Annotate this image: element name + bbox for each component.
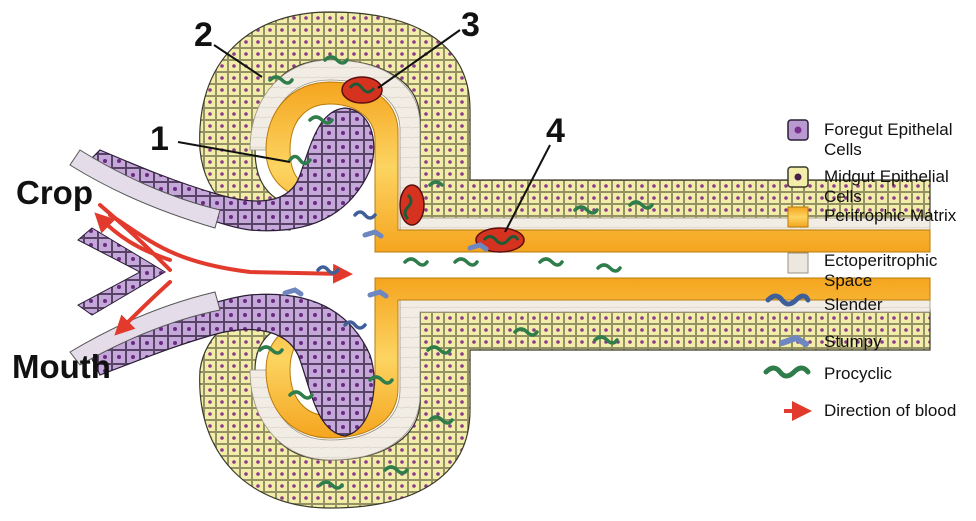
callout-4: 4 [546,112,565,150]
slender-trypanosome [355,212,375,218]
legend-ecto-text-2: Space [824,271,872,290]
procyclic-trypanosome [540,259,562,265]
mouth-label: Mouth [12,348,111,385]
lower-gut-wall [70,278,930,508]
legend-ecto-swatch [788,253,808,273]
legend-peritrophic-text: Peritrophic Matrix [824,206,957,225]
legend-foregut-text-2: Cells [824,140,862,159]
legend-procyclic-text: Procyclic [824,364,893,383]
stumpy-trypanosome [365,232,381,236]
procyclic-trypanosome [598,265,620,271]
legend-procyclic-icon [766,368,808,376]
callout-3: 3 [461,6,480,44]
legend-midgut-text-1: Midgut Epithelial [824,167,949,186]
procyclic-trypanosome [405,259,427,265]
stumpy-trypanosome [285,290,301,294]
legend-midgut-text-2: Cells [824,187,862,206]
cyst-mid [400,185,424,225]
crop-label: Crop [16,174,93,211]
callout-1: 1 [150,120,169,158]
callout-2: 2 [194,16,213,54]
legend-foregut-text-1: Foregut Epithelal [824,120,953,139]
legend-slender-text: Slender [824,295,883,314]
legend-blood-text: Direction of blood [824,401,956,420]
legend-ecto-text-1: Ectoperitrophic [824,251,938,270]
legend-stumpy-text: Stumpy [824,332,882,351]
legend: Foregut Epithelal Cells Midgut Epithelia… [766,120,957,420]
procyclic-trypanosome [455,259,477,265]
legend-peritrophic-swatch [788,207,808,227]
